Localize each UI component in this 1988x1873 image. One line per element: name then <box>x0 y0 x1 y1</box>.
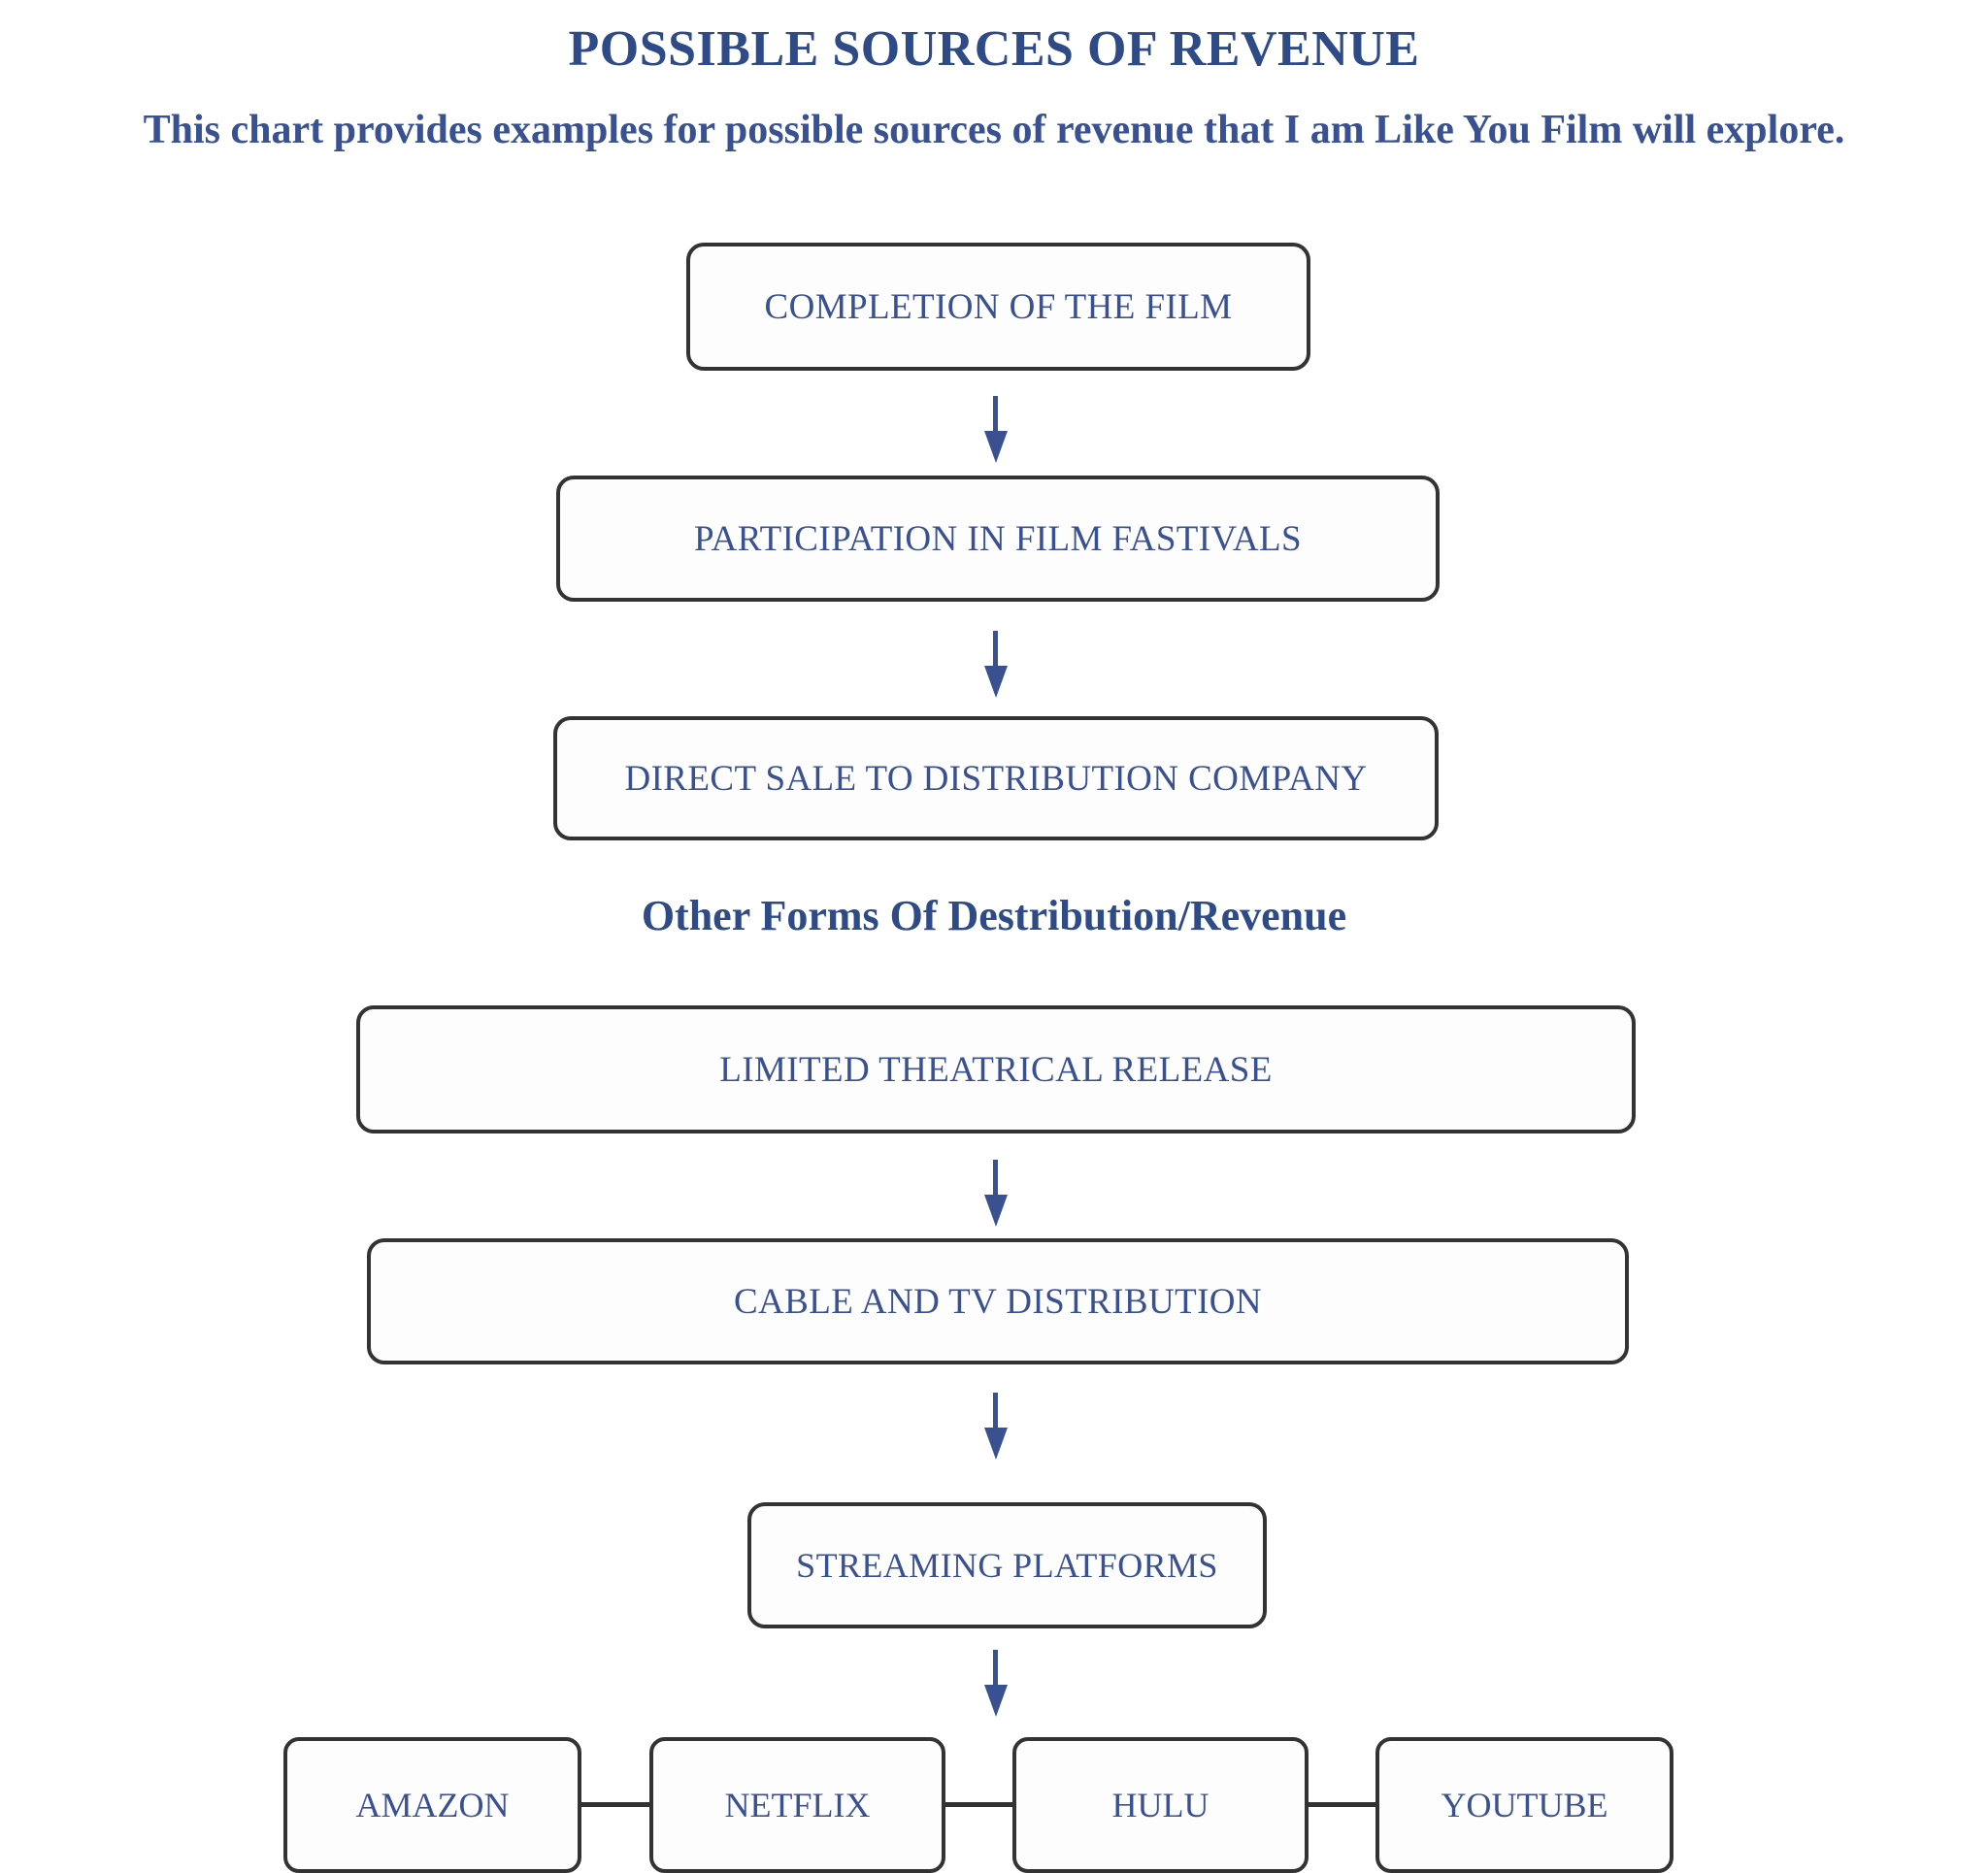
node-cable-and-tv-distribution: CABLE AND TV DISTRIBUTION <box>367 1238 1629 1364</box>
arrow-down-icon-4 <box>977 1393 1015 1461</box>
node-limited-theatrical-release: LIMITED THEATRICAL RELEASE <box>356 1005 1636 1134</box>
arrow-head <box>984 1195 1008 1227</box>
arrow-stem <box>993 1393 998 1431</box>
arrow-stem <box>993 1160 998 1199</box>
node-netflix: NETFLIX <box>649 1737 945 1873</box>
node-participation-in-film-festivals: PARTICIPATION IN FILM FASTIVALS <box>556 476 1440 602</box>
section-heading-other-forms: Other Forms Of Destribution/Revenue <box>641 892 1347 939</box>
arrow-down-icon-2 <box>977 631 1015 699</box>
arrow-stem <box>993 396 998 435</box>
page-title: POSSIBLE SOURCES OF REVENUE <box>568 21 1420 77</box>
arrow-stem <box>993 1650 998 1689</box>
page-subtitle: This chart provides examples for possibl… <box>143 108 1845 152</box>
connector-amazon-netflix <box>580 1802 651 1807</box>
node-streaming-platforms: STREAMING PLATFORMS <box>747 1502 1267 1628</box>
arrow-down-icon-3 <box>977 1160 1015 1228</box>
arrow-head <box>984 1428 1008 1460</box>
node-completion-of-the-film: COMPLETION OF THE FILM <box>686 243 1310 371</box>
node-hulu: HULU <box>1012 1737 1309 1873</box>
arrow-head <box>984 666 1008 698</box>
arrow-down-icon-5 <box>977 1650 1015 1718</box>
connector-netflix-hulu <box>944 1802 1014 1807</box>
node-amazon: AMAZON <box>283 1737 581 1873</box>
arrow-down-icon-1 <box>977 396 1015 464</box>
node-youtube: YOUTUBE <box>1375 1737 1673 1873</box>
arrow-stem <box>993 631 998 670</box>
arrow-head <box>984 431 1008 463</box>
connector-hulu-youtube <box>1307 1802 1377 1807</box>
node-direct-sale-to-distribution-company: DIRECT SALE TO DISTRIBUTION COMPANY <box>553 716 1439 840</box>
arrow-head <box>984 1685 1008 1717</box>
